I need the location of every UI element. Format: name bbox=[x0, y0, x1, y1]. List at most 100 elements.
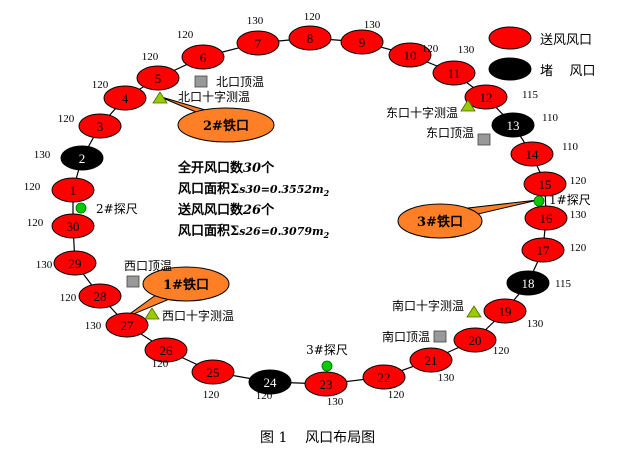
tuyere-number-label: 17 bbox=[537, 243, 551, 258]
top-temp-south-label: 南口顶温 bbox=[382, 329, 430, 344]
tuyere-9-supply bbox=[340, 29, 384, 55]
top-temp-west-marker bbox=[126, 275, 140, 288]
tuyere-16-supply bbox=[524, 205, 568, 231]
cross-temp-east-label: 东口十字测温 bbox=[386, 105, 458, 120]
stat-line-full-area: 风口面积Σs30=0.3552m2 bbox=[178, 181, 330, 198]
tuyere-size-label: 130 bbox=[34, 149, 51, 161]
tuyere-30-supply bbox=[51, 213, 95, 239]
stat-line-supply-count: 送风风口数26个 bbox=[177, 202, 275, 218]
tuyere-number-label: 1 bbox=[70, 183, 77, 198]
tuyere-3-supply bbox=[78, 113, 122, 139]
tuyere-number-label: 28 bbox=[94, 289, 107, 304]
tuyere-size-label: 120 bbox=[58, 113, 75, 125]
cross-temp-west-marker bbox=[144, 307, 160, 320]
taphole-label: 1#铁口 bbox=[163, 277, 209, 293]
tuyere-size-label: 130 bbox=[458, 44, 475, 56]
tuyere-28-supply bbox=[78, 283, 122, 309]
tuyere-20-supply bbox=[453, 327, 497, 353]
tuyere-number-label: 6 bbox=[200, 50, 207, 65]
cross-temp-west-label: 西口十字测温 bbox=[162, 308, 234, 323]
tuyere-size-label: 120 bbox=[27, 217, 44, 229]
tuyere-number-label: 13 bbox=[507, 118, 520, 133]
tuyere-number-label: 30 bbox=[67, 219, 80, 234]
tuyere-1-supply bbox=[51, 177, 95, 203]
taphole-3-callout: 3#铁口 bbox=[397, 199, 539, 239]
taphole-2-callout: 2#铁口 bbox=[157, 95, 275, 143]
tuyere-number-label: 19 bbox=[499, 304, 512, 319]
tuyere-number-label: 9 bbox=[359, 35, 366, 50]
legend-supply-label: 送风风口 bbox=[540, 33, 592, 48]
taphole-bubble bbox=[142, 266, 230, 302]
stat-line-full-count: 全开风口数30个 bbox=[177, 160, 275, 176]
tuyere-size-label: 130 bbox=[85, 320, 102, 332]
tuyere-number-label: 2 bbox=[79, 151, 86, 166]
tuyere-5-supply bbox=[136, 65, 180, 91]
taphole-label: 3#铁口 bbox=[417, 214, 463, 230]
tuyere-7-supply bbox=[236, 30, 280, 56]
tuyere-size-label: 120 bbox=[570, 175, 587, 187]
top-temp-north-marker bbox=[194, 75, 208, 88]
legend-plugged-swatch bbox=[488, 57, 532, 81]
tuyere-number-label: 10 bbox=[404, 48, 417, 63]
tuyere-number-label: 4 bbox=[122, 91, 129, 106]
tuyere-size-label: 130 bbox=[438, 372, 455, 384]
tuyere-statistics: 全开风口数30个 风口面积Σs30=0.3552m2 送风风口数26个 风口面积… bbox=[177, 160, 330, 240]
tuyere-size-label: 130 bbox=[247, 15, 264, 27]
tuyere-24-plugged bbox=[248, 369, 292, 395]
top-temp-east-marker bbox=[477, 133, 491, 146]
tuyere-size-label: 130 bbox=[570, 209, 587, 221]
probe-3-marker bbox=[321, 360, 333, 372]
tuyere-size-label: 120 bbox=[24, 181, 41, 193]
cross-temp-south-marker bbox=[466, 305, 482, 318]
legend-plugged-label: 堵 风口 bbox=[540, 64, 596, 79]
taphole-1-callout: 1#铁口 bbox=[123, 266, 230, 319]
tuyere-size-label: 115 bbox=[522, 89, 539, 101]
tuyere-number-label: 16 bbox=[540, 211, 554, 226]
tuyere-size-label: 120 bbox=[256, 390, 273, 402]
tuyere-size-label: 115 bbox=[555, 278, 572, 290]
tuyere-number-label: 22 bbox=[378, 370, 391, 385]
top-temp-north-label: 北口顶温 bbox=[216, 75, 264, 89]
tuyere-size-label: 120 bbox=[422, 43, 439, 55]
tuyere-8-supply bbox=[288, 25, 332, 51]
tuyere-6-supply bbox=[181, 44, 225, 70]
tuyere-number-label: 11 bbox=[448, 66, 461, 81]
tuyere-number-label: 21 bbox=[425, 353, 438, 368]
taphole-label: 2#铁口 bbox=[203, 118, 249, 134]
tuyere-26-supply bbox=[144, 337, 188, 363]
tuyere-25-supply bbox=[191, 359, 235, 385]
tuyere-number-label: 5 bbox=[155, 71, 162, 86]
tuyere-17-supply bbox=[521, 237, 565, 263]
top-temp-east-label: 东口顶温 bbox=[426, 126, 474, 140]
probe-3-label: 3#探尺 bbox=[306, 343, 348, 357]
tuyere-12-supply bbox=[464, 84, 508, 110]
tuyere-size-label: 110 bbox=[542, 112, 559, 124]
tuyere-13-plugged bbox=[491, 112, 535, 138]
tuyere-number-label: 15 bbox=[539, 177, 552, 192]
tuyere-27-supply bbox=[105, 312, 149, 338]
tuyere-4-supply bbox=[103, 85, 147, 111]
tuyere-2-plugged bbox=[60, 145, 104, 171]
tuyere-size-label: 130 bbox=[36, 259, 53, 271]
cross-temp-east-marker bbox=[460, 99, 476, 112]
taphole-bubble bbox=[177, 107, 275, 143]
tuyere-number-label: 23 bbox=[320, 377, 333, 392]
tuyere-number-label: 8 bbox=[307, 31, 314, 46]
tuyere-15-supply bbox=[523, 171, 567, 197]
tuyere-number-label: 3 bbox=[97, 119, 104, 134]
tuyere-size-label: 120 bbox=[493, 345, 510, 357]
tuyere-number-label: 24 bbox=[264, 375, 278, 390]
figure-caption: 图 1 风口布局图 bbox=[260, 430, 375, 446]
tuyere-number-label: 12 bbox=[480, 90, 493, 105]
tuyere-size-label: 120 bbox=[152, 358, 169, 370]
tuyere-size-label: 120 bbox=[388, 389, 405, 401]
top-temp-west-label: 西口顶温 bbox=[124, 259, 172, 273]
tuyere-size-label: 120 bbox=[203, 389, 220, 401]
tuyere-number-label: 26 bbox=[160, 343, 174, 358]
tuyere-size-label: 130 bbox=[364, 19, 381, 31]
probe-2-marker bbox=[75, 202, 87, 214]
probe-2-label: 2#探尺 bbox=[96, 202, 138, 216]
tuyere-19-supply bbox=[483, 298, 527, 324]
tuyere-size-label: 130 bbox=[327, 396, 344, 408]
